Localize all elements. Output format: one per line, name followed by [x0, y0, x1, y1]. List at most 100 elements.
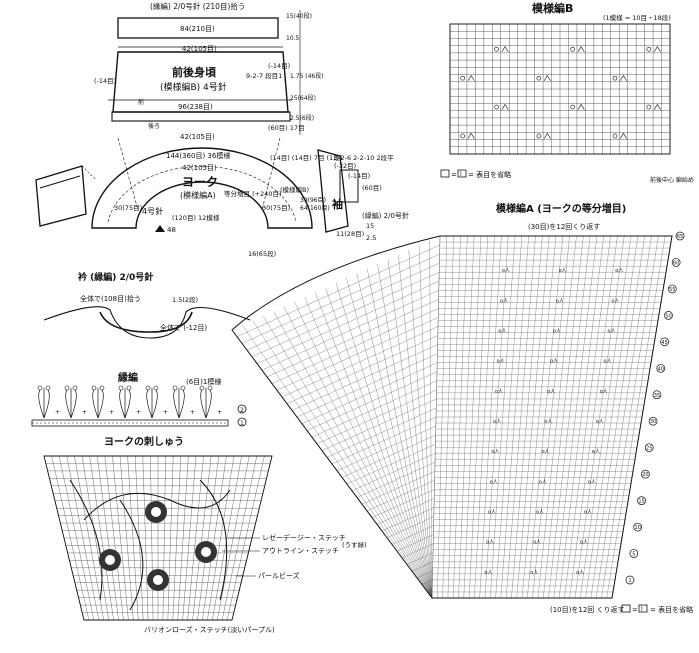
body-width-mid: 42(105目): [182, 45, 217, 53]
left-sleeve-piece: [35, 165, 97, 227]
row-number: 65: [677, 234, 683, 240]
row-number: 20: [642, 472, 648, 478]
svg-text:+: +: [82, 409, 87, 416]
svg-text:o人: o人: [502, 268, 510, 274]
sleeve-dec-total: (-32目): [334, 162, 356, 170]
side-measure-3: 25(64段): [290, 94, 316, 102]
svg-text:o人: o人: [559, 268, 567, 274]
row-number: 1: [628, 578, 631, 584]
pattern-b-grid: [449, 23, 671, 155]
body-right-hem: (60目) 17目: [268, 124, 305, 132]
yoke-inner-width: 42(105目): [182, 164, 217, 172]
edging-row-2: 2: [240, 407, 244, 414]
row-number: 25: [646, 446, 652, 452]
collar-pickup: 全体で(108目)拾う: [80, 294, 141, 303]
body-top-band: [117, 17, 279, 39]
svg-text:o人: o人: [493, 419, 501, 425]
sleeve-inc: (-14目): [348, 172, 370, 180]
pattern-a-title: 模様編A (ヨークの等分増目): [496, 202, 626, 215]
collar-diagram: 衿 (縁編) 2/0号針 全体で(108目)拾う 全体で (-12目) 1.5(…: [43, 271, 251, 339]
pattern-a-bottom-repeat: (10目)を12回 くり返す: [550, 606, 625, 614]
svg-text:=: =: [451, 171, 457, 179]
svg-text:+: +: [163, 409, 168, 416]
side-measure-4: 2.5(6段): [290, 114, 314, 122]
yoke-needle: 4号針: [142, 206, 163, 216]
yoke-top-width: 144(360目) 36模様: [166, 151, 230, 160]
row-number: 35: [654, 393, 660, 399]
body-right-rows: 9-2-7 段目1: [246, 71, 282, 80]
svg-text:o人: o人: [486, 540, 494, 546]
yoke-inc-label: 等分増目 (+240目): [224, 189, 282, 198]
edging-title: 縁編: [118, 371, 138, 384]
row-number: 55: [669, 287, 675, 293]
body-title: 前後身頃: [172, 65, 217, 79]
svg-text:o人: o人: [580, 540, 588, 546]
beads-label: パールビーズ: [258, 571, 300, 580]
body-diagram: (縁編) 2/0号針 (210目)拾う 84(210目) 42(105目) 前後…: [94, 1, 324, 141]
sleeve-diagram: (14目) (14目) 7目 (1段) 3-2-6 2-2-10 2段平 (-3…: [270, 149, 409, 242]
svg-text:+: +: [136, 409, 141, 416]
svg-text:o人: o人: [615, 268, 623, 274]
embroidery-chart: ヨークの刺しゅう レゼーデージー・ステッチ アウトライン・ステッチ (うす緑) …: [43, 435, 367, 634]
body-hem-width: 42(105目): [180, 133, 215, 141]
body-subtitle: (模様編B) 4号針: [160, 81, 227, 93]
pattern-a-legend-text: = 表目を省略: [650, 605, 693, 614]
pattern-b-chart: 模様編B (1模様 = 10目・18段) = l = 表目を省略 前後中心 編始…: [440, 1, 694, 184]
svg-text:=: =: [632, 606, 638, 614]
svg-text:o人: o人: [488, 510, 496, 516]
yoke-start: 48: [167, 226, 176, 234]
svg-text:o人: o人: [533, 540, 541, 546]
yoke-diagram: 144(360目) 36模様 42(105目) ヨーク (模様編A) 4号針 3…: [91, 137, 313, 258]
svg-text:o人: o人: [611, 298, 619, 304]
side-measure-2: 1.75 (46段): [290, 72, 324, 80]
embroidery-title: ヨークの刺しゅう: [104, 435, 184, 448]
collar-dec: 全体で (-12目): [160, 323, 207, 332]
svg-text:o人: o人: [547, 389, 555, 395]
row-number: 15: [638, 499, 644, 505]
yoke-neck: (120目) 12模様: [172, 213, 220, 222]
edging-repeat: (6目)1模様: [186, 377, 221, 386]
svg-text:o人: o人: [490, 479, 498, 485]
bullion-label: バリオンローズ・ステッチ(淡いパープル): [144, 625, 275, 634]
lazy-daisy-label: レゼーデージー・ステッチ: [262, 533, 346, 542]
pattern-b-repeat-note: (1模様 = 10目・18段): [603, 13, 671, 22]
yoke-title: ヨーク: [182, 175, 218, 189]
color-green-label: (うす緑): [342, 540, 367, 549]
sleeve-measure-3: 2.5: [366, 234, 376, 242]
pattern-b-legend: = l = 表目を省略: [440, 169, 511, 179]
sleeve-measure-2: 15: [366, 222, 374, 230]
row-number: 5: [632, 552, 635, 558]
yoke-outline: [91, 147, 313, 229]
svg-text:+: +: [190, 409, 195, 416]
side-measure-1: 15(40段): [286, 12, 312, 20]
body-top-label: (縁編) 2/0号針 (210目)拾う: [150, 1, 245, 11]
svg-text:o人: o人: [576, 570, 584, 576]
svg-text:o人: o人: [604, 359, 612, 365]
row-number: 45: [661, 340, 667, 346]
svg-text:+: +: [55, 409, 60, 416]
body-bottom-width: 96(238目): [178, 103, 213, 111]
svg-text:o人: o人: [539, 479, 547, 485]
collar-height: 1.5(2段): [172, 295, 198, 304]
svg-text:o人: o人: [495, 389, 503, 395]
yoke-side-left: 30(75目): [114, 204, 142, 212]
row-number: 30: [650, 419, 656, 425]
front-mark: 前: [138, 98, 144, 106]
edging-chart: 縁編 (6目)1模様 +++++++ 2 1: [31, 371, 247, 427]
sleeve-pattern: (模様編B): [280, 185, 309, 194]
edging-motifs: +++++++: [37, 385, 222, 419]
svg-text:l: l: [460, 171, 462, 178]
svg-text:o人: o人: [600, 389, 608, 395]
svg-text:o人: o人: [544, 419, 552, 425]
start-arrow-icon: [155, 225, 165, 232]
body-right-dec: (-14目): [268, 62, 290, 70]
sleeve-label-rows: (14目) (14目) 7目 (1段): [270, 153, 342, 162]
yoke-side-right: 30(75目): [262, 204, 290, 212]
svg-text:o人: o人: [500, 298, 508, 304]
row-number: 50: [665, 313, 671, 319]
sleeve-stitches: (60目): [362, 184, 382, 192]
sleeve-measure-1: 11(28目): [336, 230, 364, 238]
